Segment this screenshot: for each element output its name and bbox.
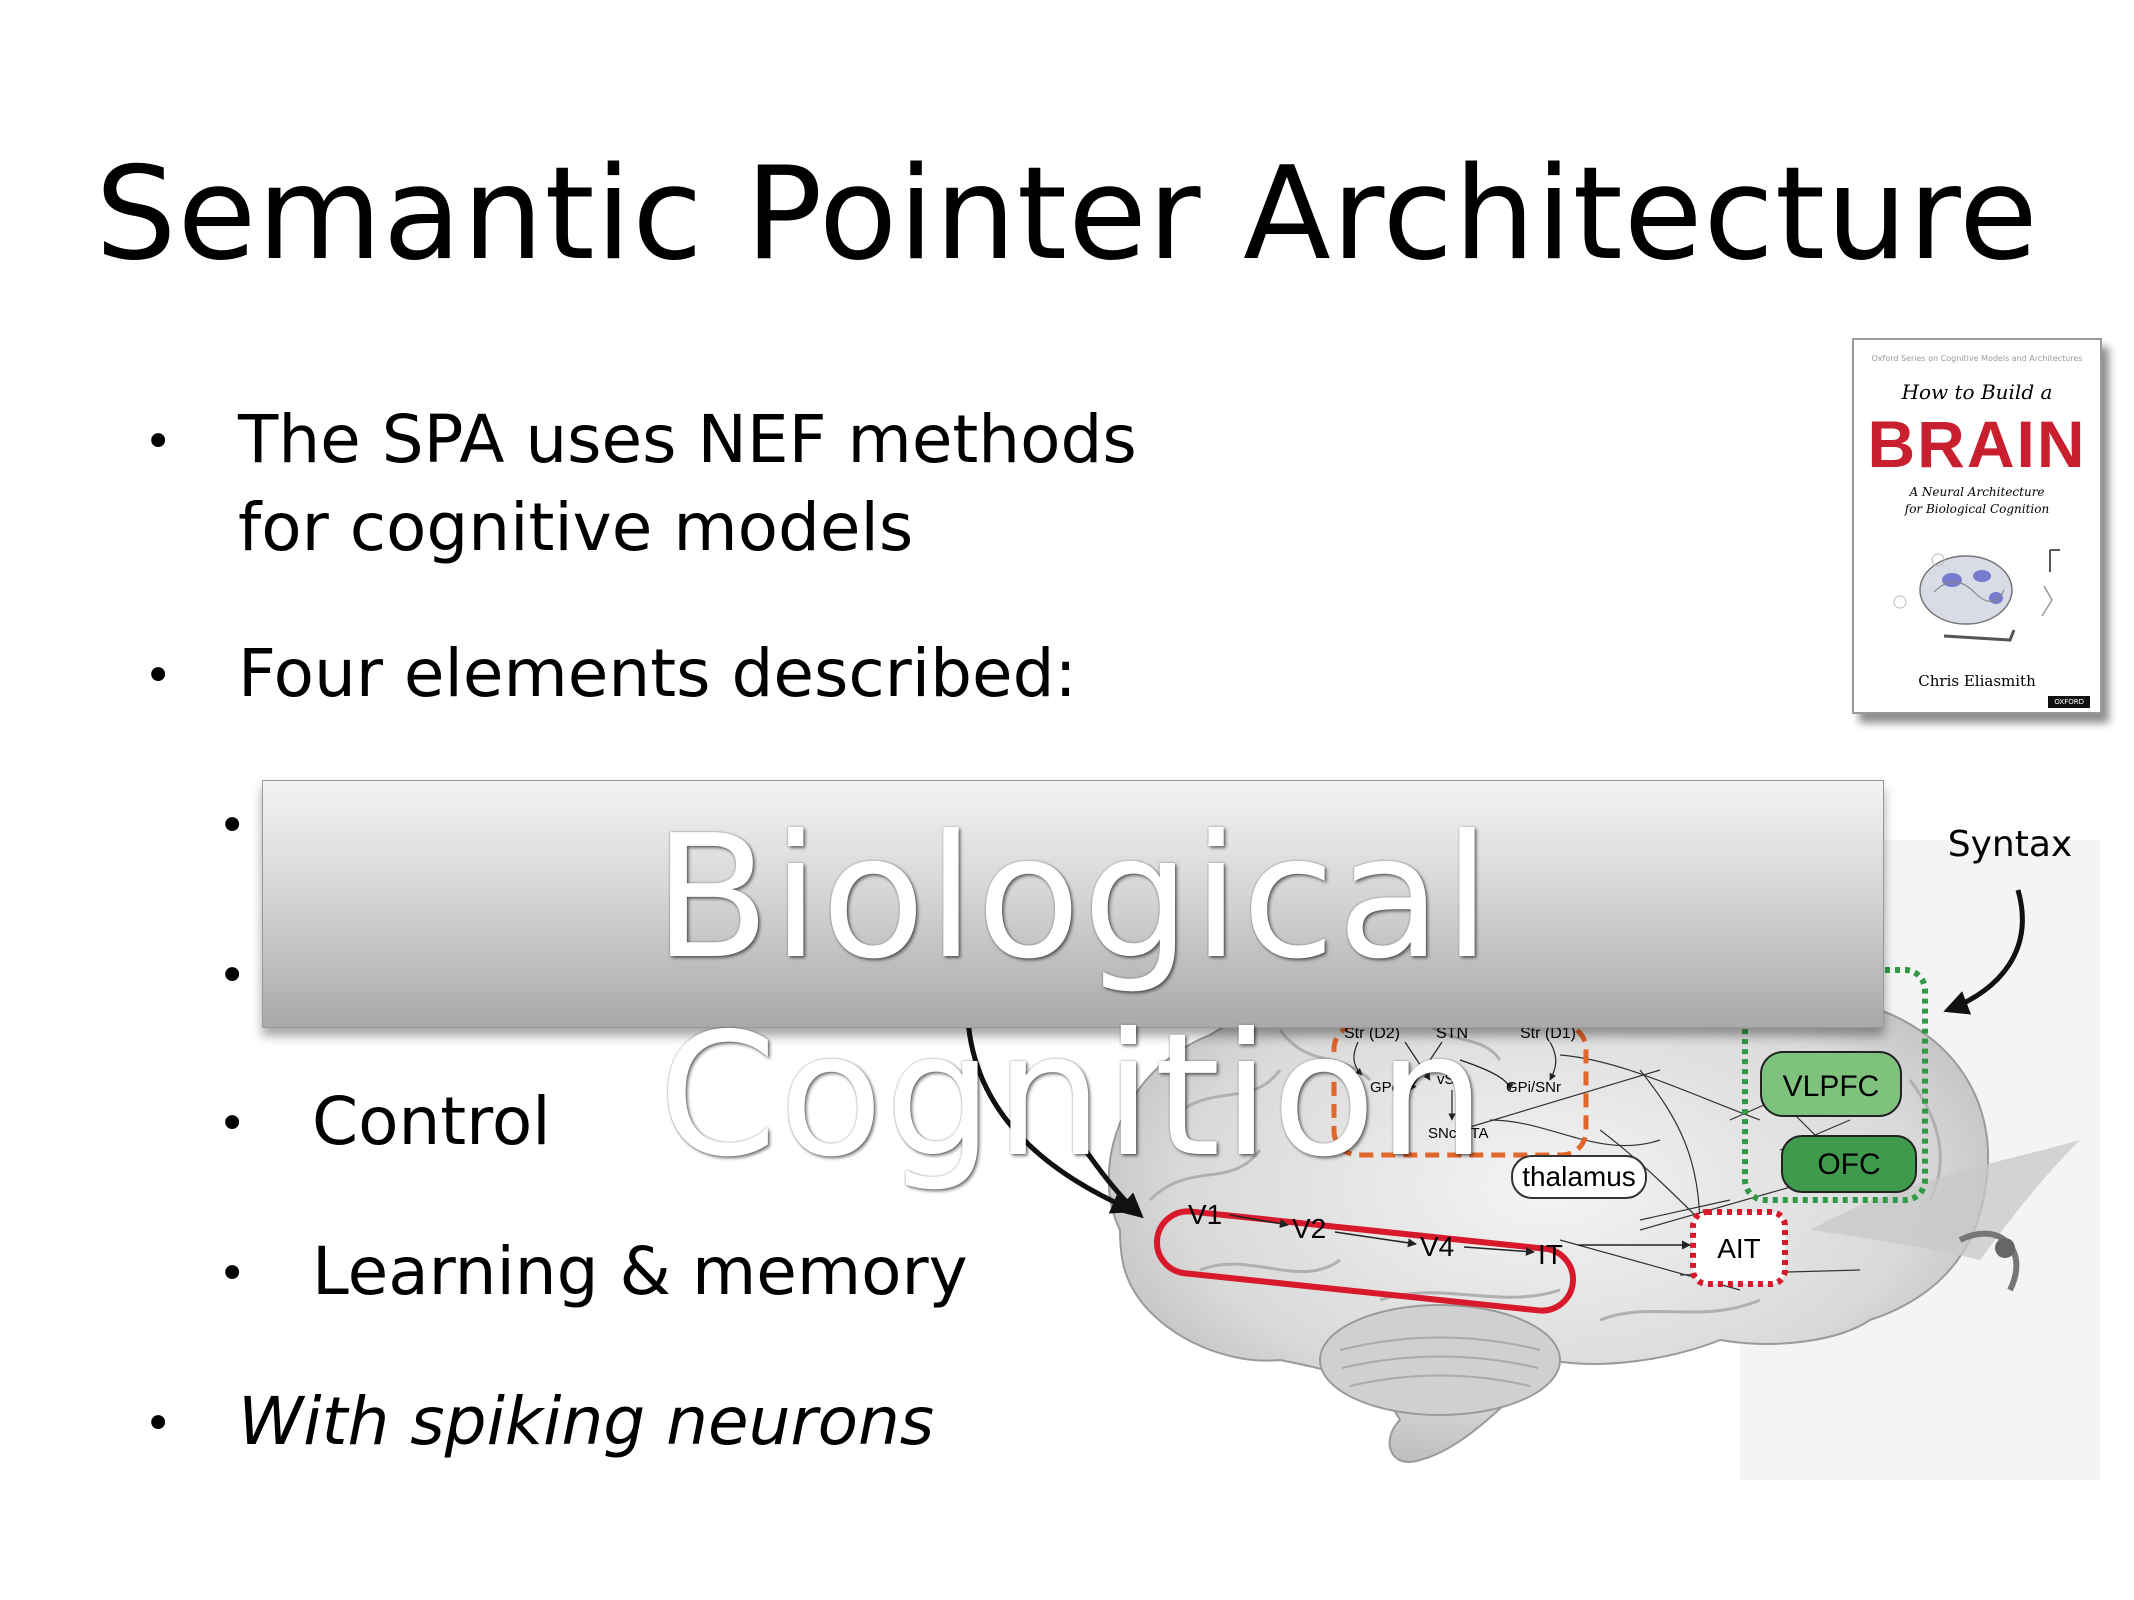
sub-bullet-marker: • <box>218 798 247 854</box>
book-title-pre: How to Build a <box>1901 380 2053 404</box>
region-gpi-snr: GPi/SNr <box>1506 1079 1561 1096</box>
book-subtitle-line-2: for Biological Cognition <box>1904 502 2050 516</box>
book-subtitle-line-1: A Neural Architecture <box>1909 485 2045 499</box>
sub-bullet-learning-memory: Learning & memory <box>312 1233 968 1310</box>
bullet-marker: • <box>144 414 173 470</box>
bullet-2: Four elements described: <box>238 635 1077 712</box>
sub-bullet-marker: • <box>218 1246 247 1302</box>
region-vstr: vStr <box>1437 1071 1464 1088</box>
slide-title: Semantic Pointer Architecture <box>95 140 2039 289</box>
vlpfc-box <box>1760 1051 1902 1117</box>
sub-bullet-control: Control <box>312 1083 551 1160</box>
bullet-3: With spiking neurons <box>238 1383 935 1460</box>
sub-bullet-marker: • <box>218 1096 247 1152</box>
book-author: Chris Eliasmith <box>1918 672 2036 690</box>
region-thalamus: thalamus <box>1522 1161 1636 1192</box>
region-stn: STN <box>1436 1025 1468 1042</box>
biological-cognition-banner: Biological Cognition <box>262 780 1884 1195</box>
bullet-1-line-2: for cognitive models <box>238 489 914 566</box>
region-gpe: GPe <box>1370 1079 1400 1096</box>
book-brain-illustration <box>1893 549 2060 642</box>
region-str-d1: Str (D1) <box>1520 1025 1576 1042</box>
bullet-marker: • <box>144 1396 173 1452</box>
bullet-marker: • <box>144 648 173 704</box>
thalamus-box <box>1511 1155 1647 1199</box>
region-vlpfc: VLPFC <box>1783 1070 1880 1103</box>
book-series: Oxford Series on Cognitive Models and Ar… <box>1871 354 2083 363</box>
ofc-box <box>1781 1135 1917 1193</box>
syntax-label: Syntax <box>1948 824 2072 865</box>
region-v1: V1 <box>1188 1199 1222 1230</box>
basal-ganglia-arrows <box>1353 1041 1557 1121</box>
region-ait: AIT <box>1717 1233 1761 1264</box>
banner-text: Biological Cognition <box>653 799 1493 1195</box>
ventral-stream-box <box>1153 1208 1577 1314</box>
book-publisher: OXFORD <box>2048 696 2090 708</box>
region-str-d2: Str (D2) <box>1344 1025 1400 1042</box>
region-v4: V4 <box>1420 1231 1454 1262</box>
ait-box <box>1690 1209 1788 1287</box>
eye-icon <box>1810 1140 2080 1292</box>
bullet-1-line-1: The SPA uses NEF methods <box>238 401 1137 478</box>
ventral-stream-arrows <box>1229 1214 1691 1256</box>
book-title-main: BRAIN <box>1867 407 2087 481</box>
book-subtitle: A Neural Architecture for Biological Cog… <box>1854 484 2100 518</box>
region-v2: V2 <box>1292 1213 1326 1244</box>
sub-bullet-marker: • <box>218 948 247 1004</box>
region-it: IT <box>1538 1239 1563 1270</box>
book-cover: Oxford Series on Cognitive Models and Ar… <box>1852 338 2102 714</box>
region-ofc: OFC <box>1817 1148 1880 1181</box>
cerebellum <box>1319 1304 1561 1416</box>
arrow-syntax <box>1943 889 2025 1015</box>
region-snc-vta: SNc/VTA <box>1428 1125 1489 1142</box>
